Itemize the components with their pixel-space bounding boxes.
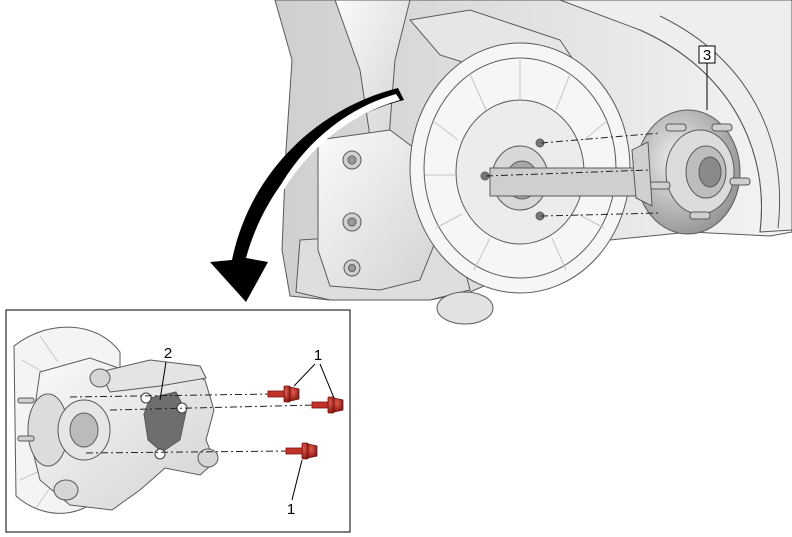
callout-3: 3	[698, 45, 716, 110]
liner-edge-2	[659, 15, 781, 229]
callout-1-top: 1	[293, 347, 335, 399]
knuckle	[317, 129, 441, 291]
axle-shaft	[489, 167, 641, 197]
svg-text:3: 3	[703, 47, 711, 64]
main-view: 3	[274, 0, 792, 325]
detail-inset: 2 1 1	[5, 309, 351, 533]
callout-2: 2	[159, 345, 172, 401]
svg-text:2: 2	[164, 345, 172, 362]
svg-text:1: 1	[314, 347, 322, 364]
ball-joint	[436, 291, 494, 325]
bolt-upper	[267, 385, 300, 403]
alignment-lines-inset	[69, 393, 317, 454]
knuckle-bolts	[342, 150, 362, 277]
svg-text:1: 1	[287, 501, 295, 518]
wheel-studs	[649, 123, 751, 220]
liner-edge	[639, 29, 762, 233]
alignment-lines-main	[485, 132, 661, 217]
curved-arrow	[210, 88, 404, 302]
hub-bearing	[631, 109, 751, 235]
bolt-middle	[311, 396, 344, 414]
cover-plate	[140, 391, 188, 460]
callout-1-bottom: 1	[287, 459, 303, 518]
bolt-lower	[285, 442, 318, 460]
